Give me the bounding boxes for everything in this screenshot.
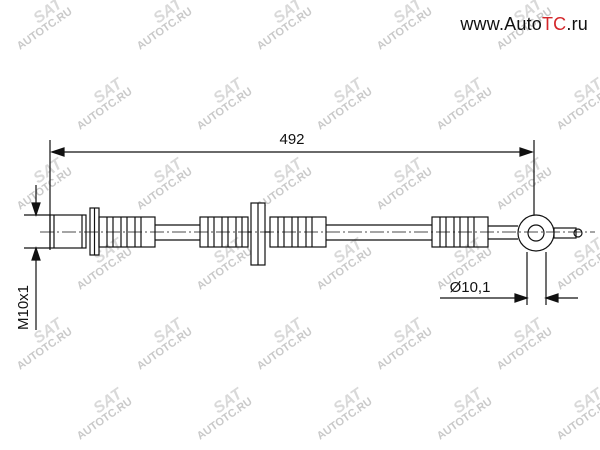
length-label: 492 [279, 131, 304, 148]
brand-highlight: TC [541, 14, 567, 34]
length-dimension [49, 140, 535, 250]
diameter-label: Ø10,1 [450, 279, 491, 296]
thread-dimension [24, 185, 50, 330]
brand-prefix: www.Auto [460, 14, 542, 34]
hose-body [40, 202, 595, 266]
brand-suffix: .ru [566, 14, 588, 34]
brand-logo: www.AutoTC.ru [460, 14, 588, 35]
thread-label: M10x1 [15, 285, 32, 330]
diameter-dimension [440, 252, 578, 305]
